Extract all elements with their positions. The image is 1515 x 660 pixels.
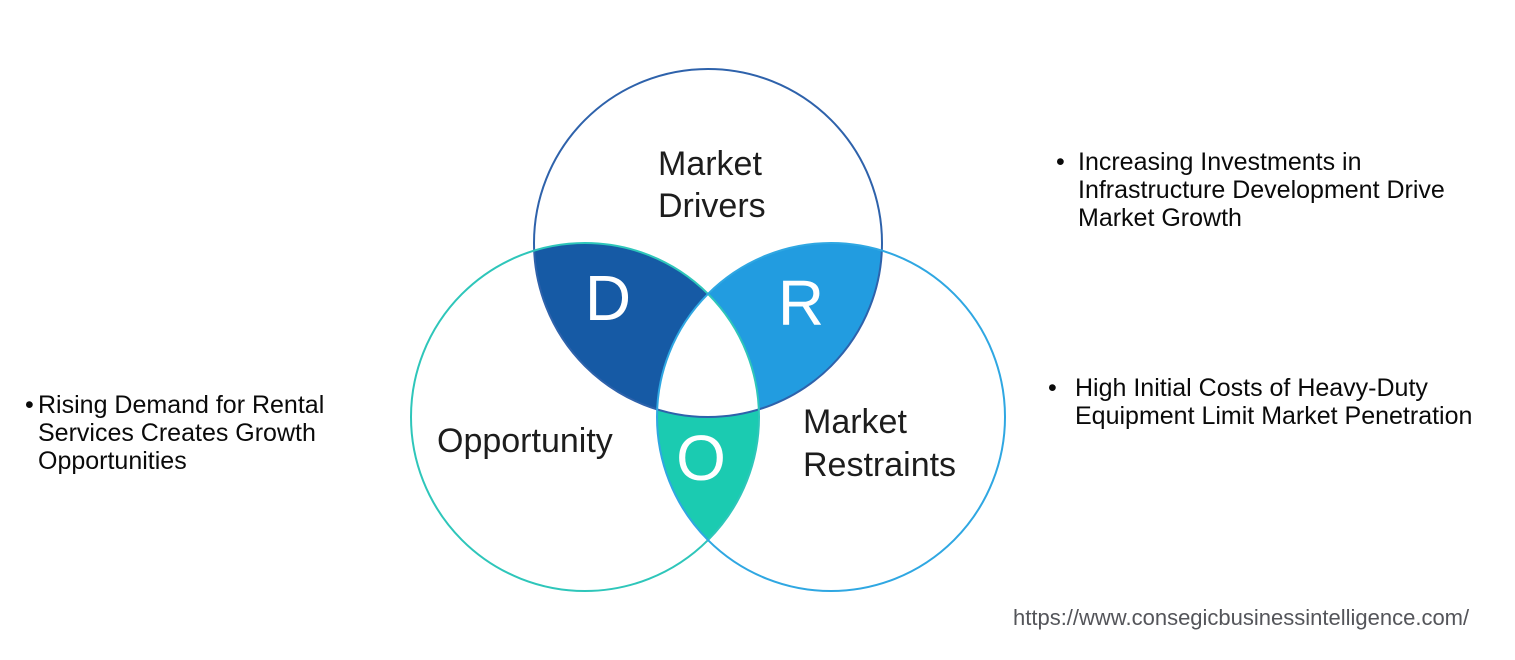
note-left-text: Rising Demand for Rental Services Create… xyxy=(38,391,324,475)
note-left: • Rising Demand for Rental Services Crea… xyxy=(25,391,324,475)
note-left-line2: Services Creates Growth xyxy=(38,419,316,447)
note-top-right-line2: Infrastructure Development Drive xyxy=(1078,176,1445,204)
note-bottom-right-text: High Initial Costs of Heavy-Duty Equipme… xyxy=(1075,374,1472,430)
overlap-d-region xyxy=(534,243,759,417)
restraints-circle-outline xyxy=(656,242,1006,592)
bullet-icon: • xyxy=(25,391,34,419)
bullet-icon: • xyxy=(1048,374,1057,402)
note-top-right-text: Increasing Investments in Infrastructure… xyxy=(1078,148,1445,232)
market-restraints-label-line1: Market xyxy=(803,403,907,441)
note-bottom-right-line2: Equipment Limit Market Penetration xyxy=(1075,402,1473,430)
note-left-line1: Rising Demand for Rental xyxy=(38,391,325,419)
market-restraints-label-line2: Restraints xyxy=(803,446,957,484)
opportunity-label: Opportunity xyxy=(437,422,613,460)
source-url: https://www.consegicbusinessintelligence… xyxy=(1013,605,1470,630)
market-drivers-label-line2: Drivers xyxy=(658,187,766,225)
market-drivers-label-line1: Market xyxy=(658,145,762,183)
overlap-r-region xyxy=(657,243,882,417)
overlap-letter-o: O xyxy=(676,422,726,495)
overlap-letter-d: D xyxy=(584,262,632,335)
market-drivers-label: Market Drivers xyxy=(658,143,766,227)
note-top-right-line3: Market Growth xyxy=(1078,204,1242,232)
overlap-letter-r: R xyxy=(777,267,825,340)
note-top-right: • Increasing Investments in Infrastructu… xyxy=(1056,148,1445,232)
note-left-line3: Opportunities xyxy=(38,447,187,475)
drivers-circle-outline xyxy=(533,68,883,418)
note-top-right-line1: Increasing Investments in xyxy=(1078,148,1362,176)
note-bottom-right-line1: High Initial Costs of Heavy-Duty xyxy=(1075,374,1428,402)
note-bottom-right: • High Initial Costs of Heavy-Duty Equip… xyxy=(1048,374,1472,430)
bullet-icon: • xyxy=(1056,148,1065,176)
opportunity-circle-outline xyxy=(410,242,760,592)
market-restraints-label: Market Restraints xyxy=(803,401,956,487)
